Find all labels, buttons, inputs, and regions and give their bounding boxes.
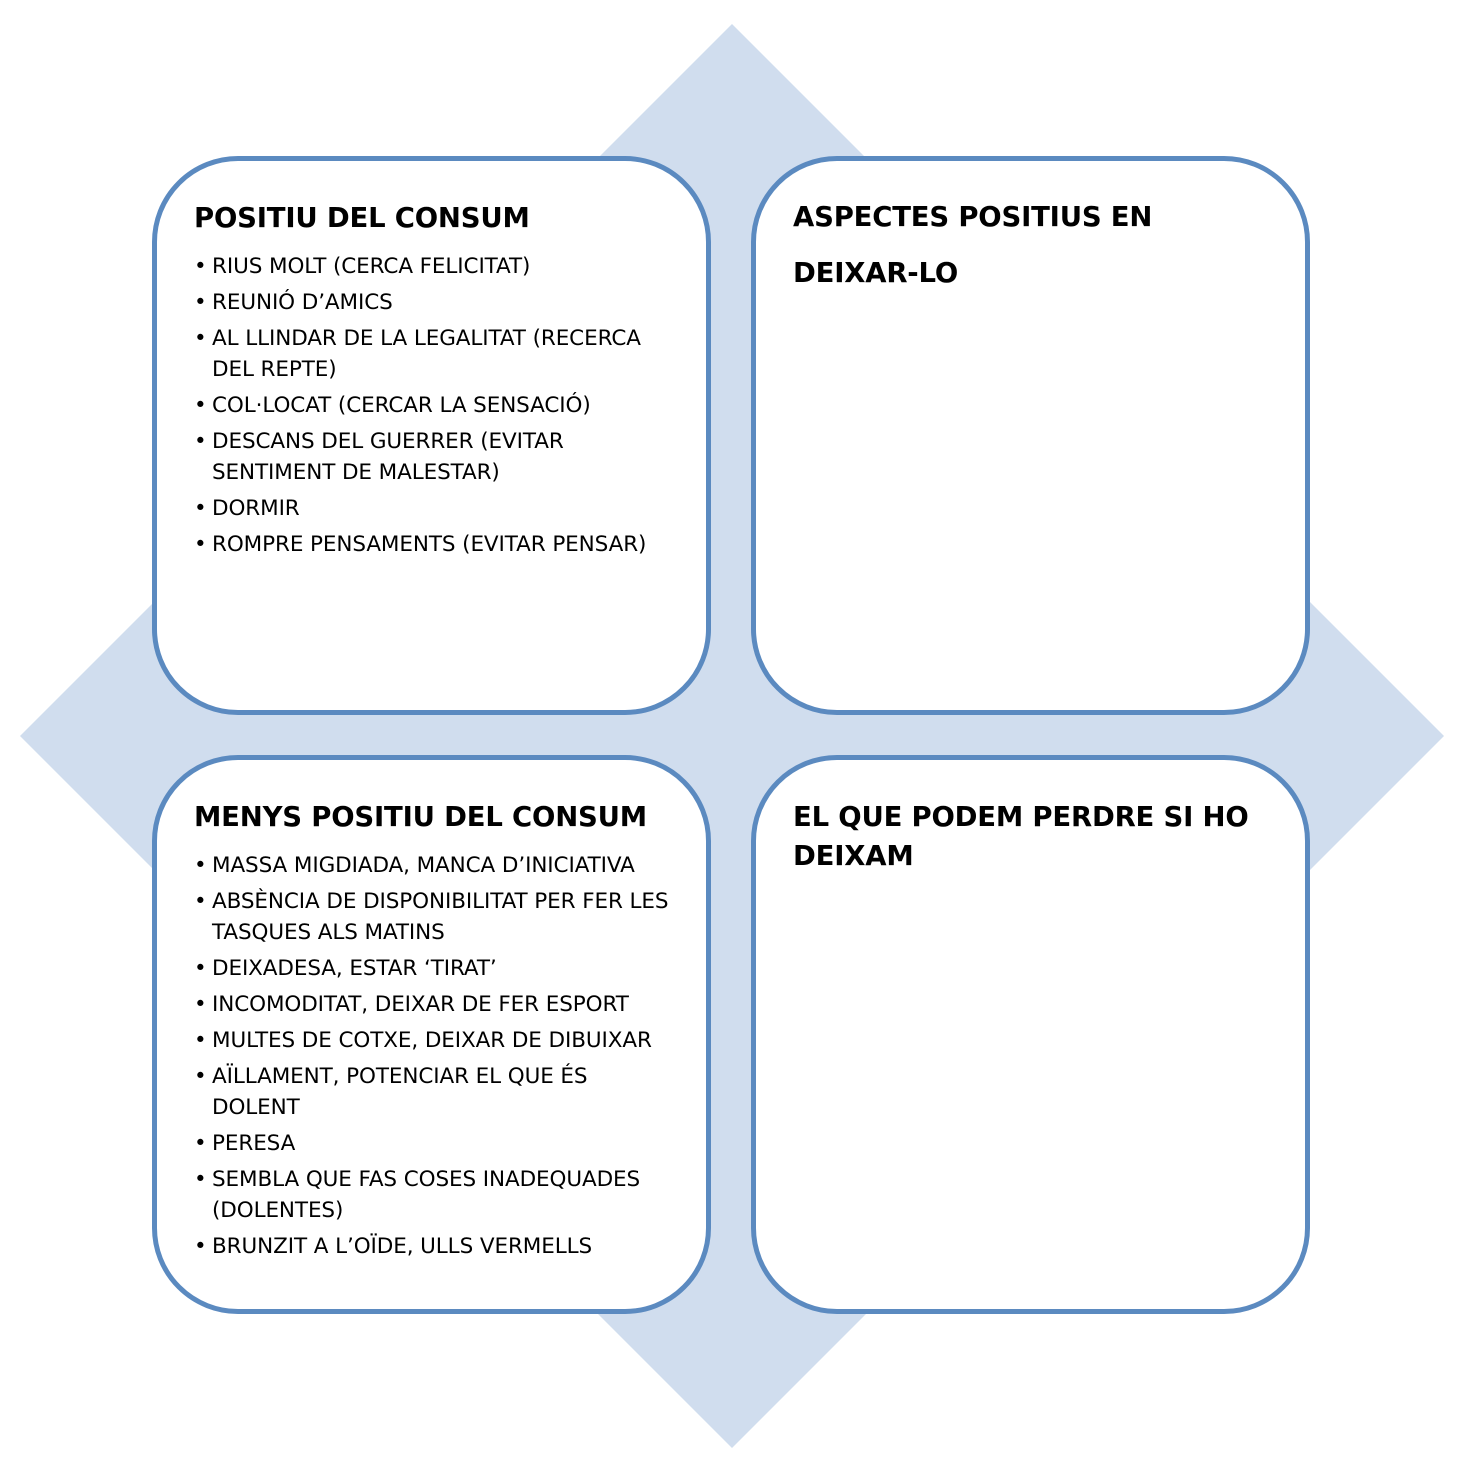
list-item-text: ROMPRE PENSAMENTS (EVITAR PENSAR) [212,532,647,557]
list-item: •MULTES DE COTXE, DEIXAR DE DIBUIXAR [194,1025,676,1056]
list-item: •AÏLLAMENT, POTENCIAR EL QUE ÉS DOLENT [194,1061,676,1123]
list-item-text: MULTES DE COTXE, DEIXAR DE DIBUIXAR [212,1028,652,1053]
bullet-icon: • [194,532,207,557]
bullet-icon: • [194,496,207,521]
quadrant-title: ASPECTES POSITIUS EN DEIXAR-LO [793,201,1153,289]
quadrant-title: EL QUE PODEM PERDRE SI HO DEIXAM [793,801,1249,872]
quadrant-less-positive-consumption: MENYS POSITIU DEL CONSUM •MASSA MIGDIADA… [152,755,711,1314]
list-item: •ABSÈNCIA DE DISPONIBILITAT PER FER LES … [194,886,676,948]
list-item-text: DESCANS DEL GUERRER (EVITAR SENTIMENT DE… [212,429,564,485]
list-item: •DESCANS DEL GUERRER (EVITAR SENTIMENT D… [194,426,676,488]
list-item-text: AL LLINDAR DE LA LEGALITAT (RECERCA DEL … [212,326,641,382]
bullet-icon: • [194,1234,207,1259]
list-item: •REUNIÓ D’AMICS [194,287,676,318]
list-item: •SEMBLA QUE FAS COSES INADEQUADES (DOLEN… [194,1164,676,1226]
list-item: •RIUS MOLT (CERCA FELICITAT) [194,251,676,282]
bullet-icon: • [194,254,207,279]
bullet-icon: • [194,1028,207,1053]
bullet-icon: • [194,429,207,454]
bullet-icon: • [194,992,207,1017]
list-item-text: COL·LOCAT (CERCAR LA SENSACIÓ) [212,393,591,418]
bullet-icon: • [194,889,207,914]
quadrant-list: •RIUS MOLT (CERCA FELICITAT)•REUNIÓ D’AM… [194,251,676,560]
list-item-text: ABSÈNCIA DE DISPONIBILITAT PER FER LES T… [212,889,669,945]
list-item: •DORMIR [194,493,676,524]
bullet-icon: • [194,393,207,418]
bullet-icon: • [194,1167,207,1192]
list-item: •PERESA [194,1128,676,1159]
quadrant-what-we-lose: EL QUE PODEM PERDRE SI HO DEIXAM [751,755,1310,1314]
list-item: •INCOMODITAT, DEIXAR DE FER ESPORT [194,989,676,1020]
bullet-icon: • [194,1064,207,1089]
list-item: •ROMPRE PENSAMENTS (EVITAR PENSAR) [194,529,676,560]
list-item-text: SEMBLA QUE FAS COSES INADEQUADES (DOLENT… [212,1167,641,1223]
list-item-text: DEIXADESA, ESTAR ‘TIRAT’ [212,956,497,981]
list-item-text: MASSA MIGDIADA, MANCA D’INICIATIVA [212,853,635,878]
list-item-text: PERESA [212,1131,296,1156]
bullet-icon: • [194,1131,207,1156]
list-item-text: RIUS MOLT (CERCA FELICITAT) [212,254,531,279]
list-item: •AL LLINDAR DE LA LEGALITAT (RECERCA DEL… [194,323,676,385]
list-item: •COL·LOCAT (CERCAR LA SENSACIÓ) [194,390,676,421]
quadrant-positive-quitting: ASPECTES POSITIUS EN DEIXAR-LO [751,156,1310,715]
list-item-text: BRUNZIT A L’OÏDE, ULLS VERMELLS [212,1234,593,1259]
list-item: •DEIXADESA, ESTAR ‘TIRAT’ [194,953,676,984]
quadrant-list: •MASSA MIGDIADA, MANCA D’INICIATIVA•ABSÈ… [194,850,676,1262]
list-item-text: INCOMODITAT, DEIXAR DE FER ESPORT [212,992,629,1017]
bullet-icon: • [194,326,207,351]
list-item: •BRUNZIT A L’OÏDE, ULLS VERMELLS [194,1231,676,1262]
quadrant-title: MENYS POSITIU DEL CONSUM [194,801,647,833]
list-item: •MASSA MIGDIADA, MANCA D’INICIATIVA [194,850,676,881]
bullet-icon: • [194,853,207,878]
quadrant-title: POSITIU DEL CONSUM [194,202,530,234]
list-item-text: DORMIR [212,496,300,521]
bullet-icon: • [194,956,207,981]
bullet-icon: • [194,290,207,315]
list-item-text: AÏLLAMENT, POTENCIAR EL QUE ÉS DOLENT [212,1064,588,1120]
quadrant-positive-consumption: POSITIU DEL CONSUM •RIUS MOLT (CERCA FEL… [152,156,711,715]
list-item-text: REUNIÓ D’AMICS [212,290,393,315]
